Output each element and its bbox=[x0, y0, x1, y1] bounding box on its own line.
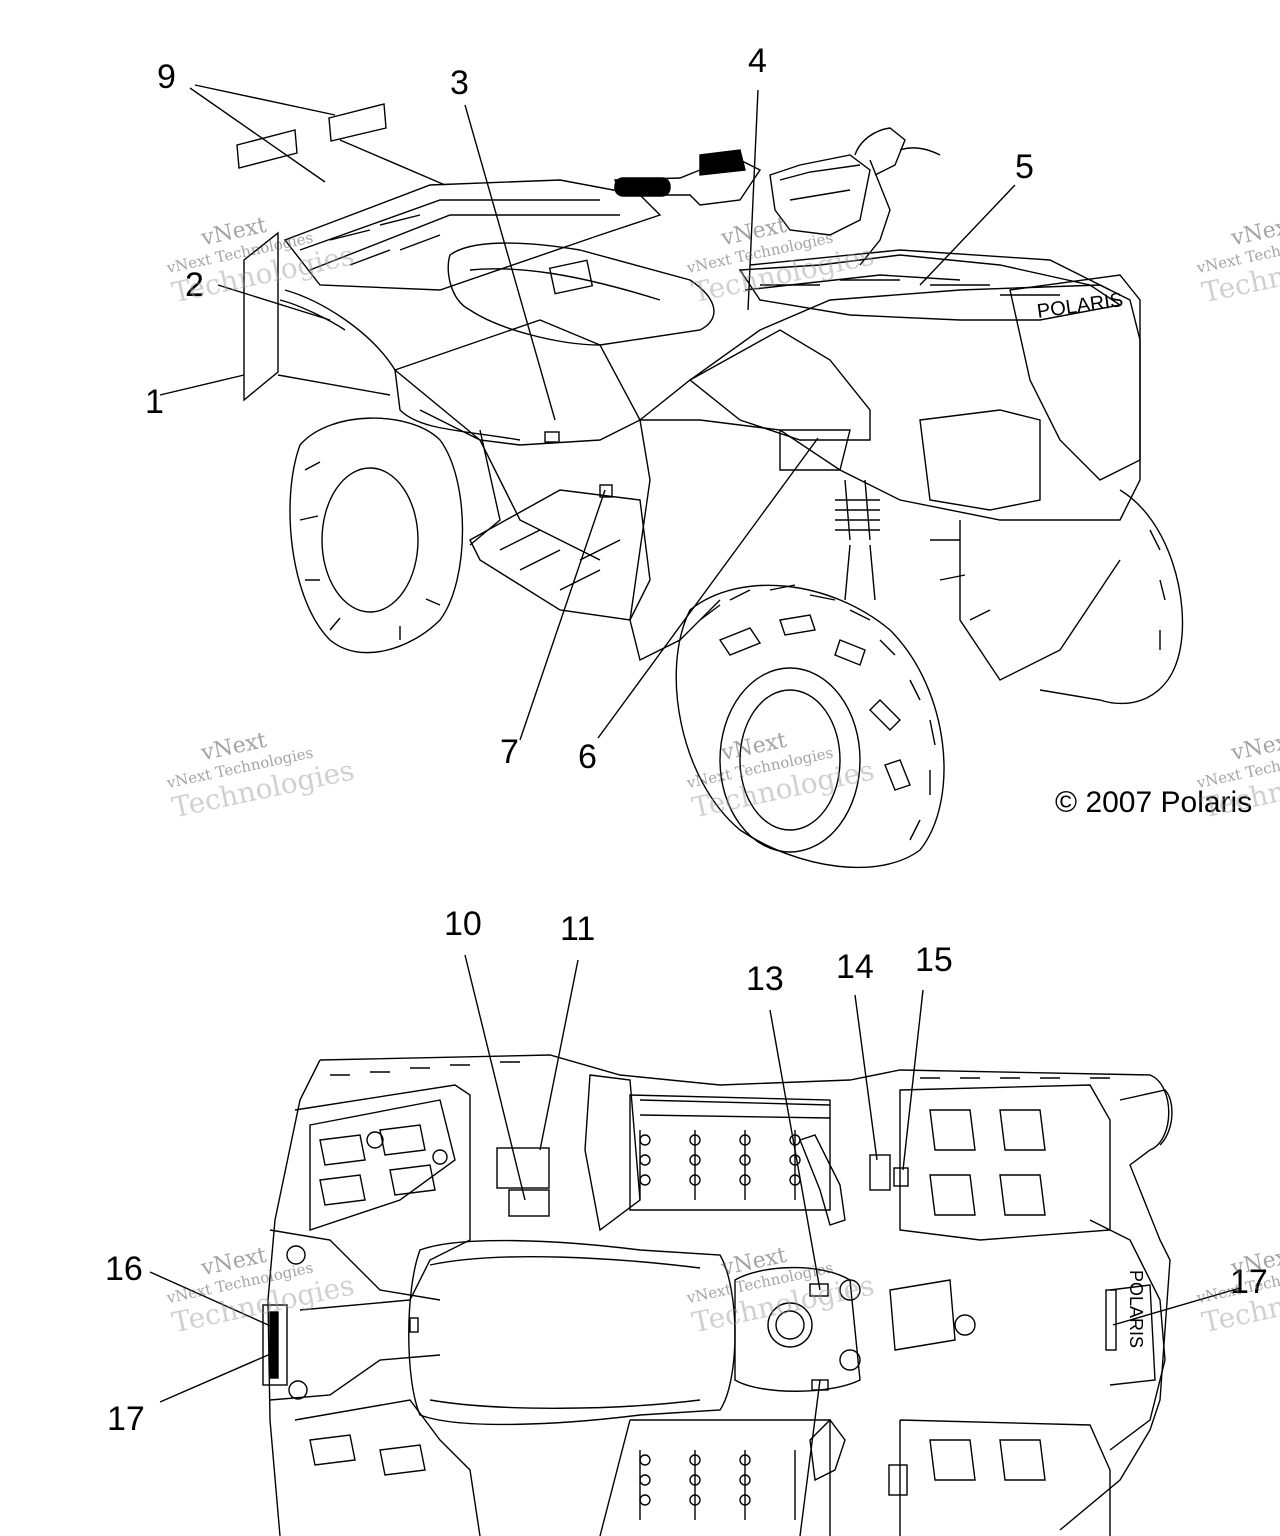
leader-9b bbox=[194, 84, 336, 116]
svg-text:POLARIS: POLARIS bbox=[1036, 289, 1125, 323]
callout-9: 9 bbox=[157, 58, 176, 96]
leader-11 bbox=[539, 959, 579, 1151]
leader-bottom bbox=[799, 1379, 821, 1536]
callout-4: 4 bbox=[748, 42, 767, 80]
leader-5 bbox=[919, 184, 1016, 286]
decal-14 bbox=[869, 1154, 891, 1191]
callout-6: 6 bbox=[578, 738, 597, 776]
copyright-text: © 2007 Polaris bbox=[1055, 786, 1253, 819]
leader-14 bbox=[854, 994, 878, 1161]
callout-5: 5 bbox=[1015, 148, 1034, 186]
leader-9c bbox=[339, 139, 446, 186]
decal-15 bbox=[893, 1167, 909, 1187]
callout-10: 10 bbox=[444, 905, 482, 943]
leader-7 bbox=[519, 489, 606, 741]
leader-1a bbox=[159, 374, 245, 396]
callout-14: 14 bbox=[836, 948, 874, 986]
leader-6 bbox=[597, 437, 819, 739]
leader-17-right bbox=[1112, 1287, 1241, 1326]
leader-4 bbox=[747, 89, 759, 311]
decal-10 bbox=[496, 1147, 550, 1189]
atv-side-view: POLARIS bbox=[159, 84, 1184, 869]
callout-2: 2 bbox=[185, 266, 204, 304]
leader-17-left bbox=[159, 1351, 276, 1403]
decal-bottom bbox=[888, 1464, 908, 1496]
callout-13: 13 bbox=[746, 960, 784, 998]
decal-10b bbox=[508, 1189, 550, 1217]
callout-1: 1 bbox=[145, 383, 164, 421]
leader-15 bbox=[902, 989, 924, 1171]
decal-9b-rect bbox=[328, 103, 387, 142]
decal-1-rect bbox=[243, 231, 279, 402]
callout-16: 16 bbox=[105, 1250, 143, 1288]
leader-13 bbox=[769, 1009, 821, 1291]
decal-17-right bbox=[1105, 1289, 1117, 1351]
svg-text:POLARIS: POLARIS bbox=[1126, 1270, 1146, 1348]
leader-2 bbox=[217, 284, 331, 321]
decal-9a-rect bbox=[236, 129, 298, 169]
atv-top-view: POLARIS bbox=[149, 954, 1241, 1536]
callout-17-left: 17 bbox=[107, 1400, 145, 1438]
callout-11: 11 bbox=[560, 910, 596, 948]
leader-16 bbox=[149, 1271, 276, 1329]
callout-17-right: 17 bbox=[1230, 1263, 1268, 1301]
leader-9a bbox=[189, 87, 326, 183]
leader-3 bbox=[464, 104, 556, 421]
leader-1b bbox=[277, 374, 391, 396]
leader-10 bbox=[464, 954, 526, 1201]
callout-15: 15 bbox=[915, 941, 953, 979]
callout-7: 7 bbox=[500, 733, 519, 771]
callout-3: 3 bbox=[450, 64, 469, 102]
decal-16 bbox=[262, 1304, 288, 1386]
